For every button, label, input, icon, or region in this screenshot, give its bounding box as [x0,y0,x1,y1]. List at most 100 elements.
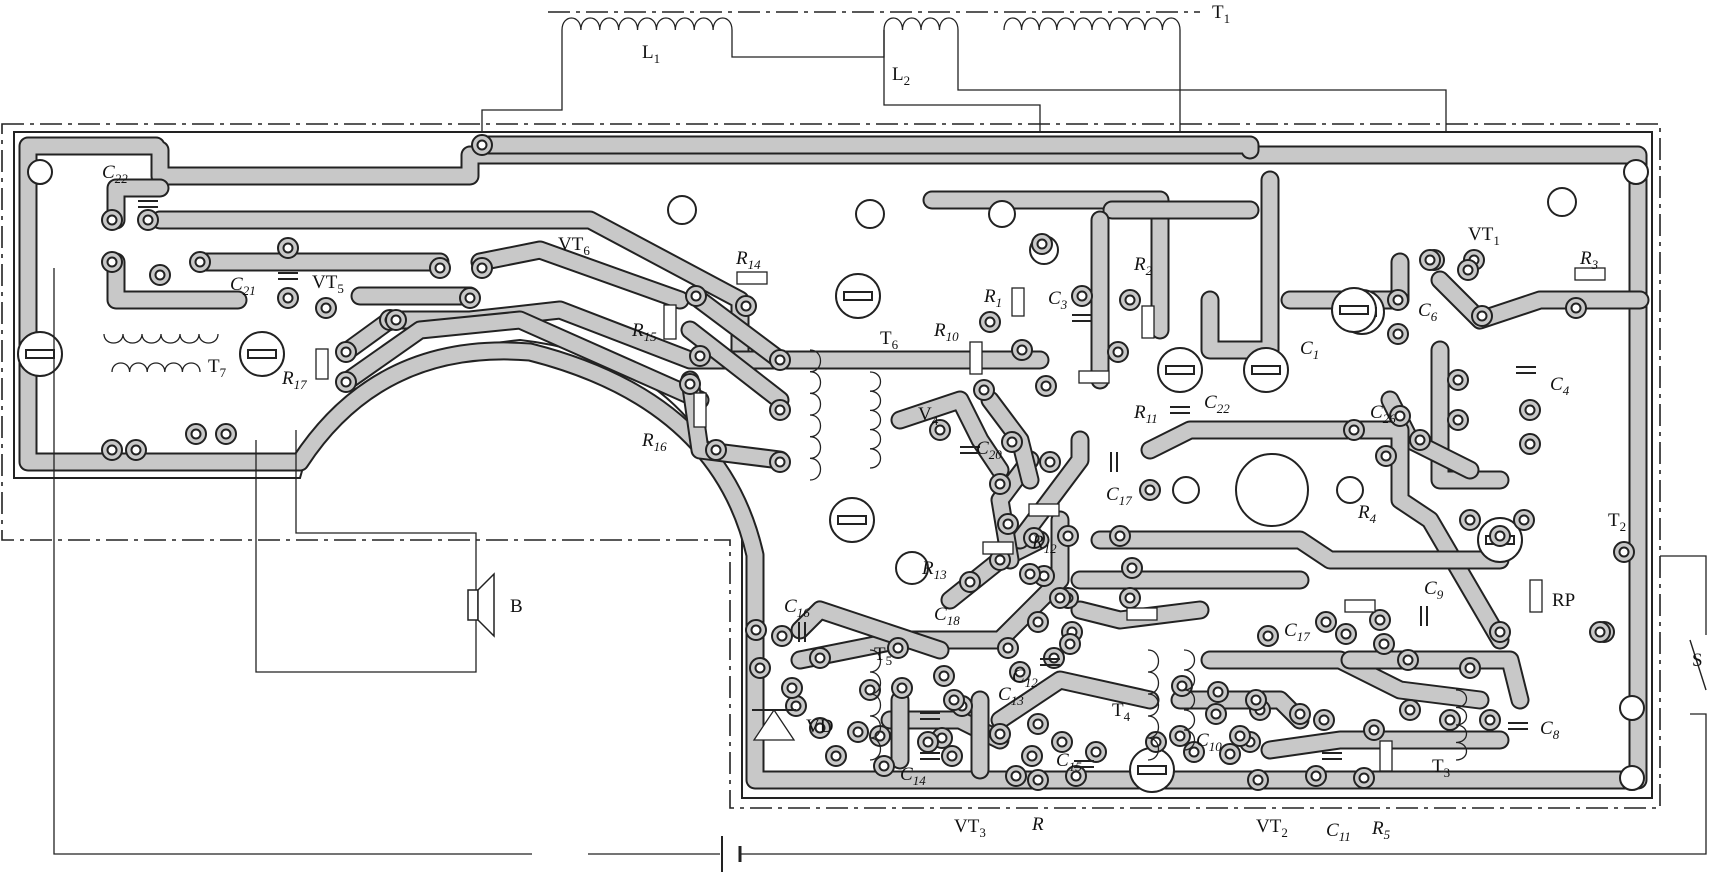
pad-hole-130 [1144,484,1156,496]
pad-hole-135 [1594,626,1606,638]
resistor-r13 [982,541,1014,555]
trace-fill-16 [1432,342,1508,488]
pad-hole-107 [1032,616,1044,628]
trace-fill-24 [792,602,948,658]
pad-hole-75 [946,750,958,762]
label-b: B [510,596,523,617]
pad-hole-79 [1056,736,1068,748]
label-c10: C10 [1196,730,1222,754]
resistor-r11 [1078,370,1110,384]
mounting-hole-12 [1619,765,1645,791]
pad-hole-0 [476,139,488,151]
pad-hole-103 [994,478,1006,490]
pad-hole-34 [1392,294,1404,306]
pad-hole-4 [154,269,166,281]
coil-t1 [1003,17,1181,31]
pad-hole-21 [740,300,752,312]
label-c17b: C17 [1284,620,1310,644]
coil-t1-winding [1003,17,1181,31]
label-r11: R11 [1133,402,1158,426]
trimmer-slot-0 [25,349,55,359]
label-c15: C15 [1056,750,1082,774]
label-c26: C26 [1370,402,1396,426]
pad-hole-74 [948,694,960,706]
pad-hole-58 [1340,628,1352,640]
resistor-r17 [315,348,329,380]
pad-hole-8 [476,262,488,274]
label-vt5: VT5 [312,272,344,296]
pad-hole-105 [1028,532,1040,544]
trace-fill-25 [1202,652,1488,708]
pad-hole-80 [1090,746,1102,758]
pad-hole-43 [1452,414,1464,426]
pad-hole-54 [1464,662,1476,674]
label-s: S [1692,650,1703,671]
mounting-hole-9 [1336,476,1364,504]
mounting-hole-8 [1172,476,1200,504]
pad-hole-12 [340,376,352,388]
label-l1: L1 [642,42,660,66]
coil-l2 [883,17,959,31]
pad-hole-29 [1016,344,1028,356]
coil-l1-winding [561,17,733,31]
signal-traces [106,135,1650,780]
coil-t4 [1147,649,1160,761]
mounting-hole-0 [27,159,53,185]
label-c20: C20 [976,438,1002,462]
coil-t3-left [1183,649,1196,751]
pad-hole-72 [892,642,904,654]
wire-battery-to-switch [740,555,1707,855]
pad-hole-26 [710,444,722,456]
pad-hole-78 [1070,770,1082,782]
speaker-icon [467,572,495,638]
components [103,200,1606,772]
label-r16: R16 [641,430,667,454]
pad-hole-124 [754,662,766,674]
resistor-r5 [1379,740,1393,772]
pad-hole-7 [434,262,446,274]
trace-fill-32 [1012,432,1088,548]
trace-fill-7 [472,242,788,368]
pad-hole-129 [1054,592,1066,604]
trace-fill-27 [1262,732,1508,758]
label-t2: T2 [1608,510,1626,534]
wire-l1-right [731,30,885,58]
trace-fill-29 [992,672,1158,728]
pad-hole-18 [106,444,118,456]
label-r14: R14 [735,248,761,272]
pad-hole-126 [964,576,976,588]
pad-hole-11 [340,346,352,358]
label-vd: VD [806,716,833,737]
pad-hole-38 [1462,264,1474,276]
pad-hole-83 [1224,748,1236,760]
wire-speaker-top [295,430,477,590]
label-c1: C1 [1300,338,1319,362]
pad-hole-22 [694,350,706,362]
label-t6: T6 [880,328,899,352]
trimmer-slot-3 [837,515,867,525]
pad-hole-3 [106,256,118,268]
resistor-r [1126,607,1158,621]
diode-vd-body [752,708,796,741]
pad-hole-39 [1424,254,1436,266]
pad-hole-15 [390,314,402,326]
component-pads [101,134,1635,791]
label-c18: C18 [934,604,960,628]
label-c3: C3 [1048,288,1068,312]
trace-fill-22 [792,512,1068,668]
pad-hole-49 [1618,546,1630,558]
trimmer-slot-1 [247,349,277,359]
pad-hole-6 [282,242,294,254]
resistor-r10 [969,341,983,375]
pad-hole-10 [320,302,332,314]
pad-hole-95 [1210,708,1222,720]
label-r12: R12 [1031,532,1057,556]
label-t4: T4 [1112,700,1131,724]
label-c11: C11 [1326,820,1351,844]
mounting-hole-11 [1619,695,1645,721]
pad-hole-127 [994,554,1006,566]
pad-hole-47 [1518,514,1530,526]
label-v4: V4 [918,404,939,428]
trace-fill-9 [682,372,788,468]
label-t3: T3 [1432,756,1450,780]
